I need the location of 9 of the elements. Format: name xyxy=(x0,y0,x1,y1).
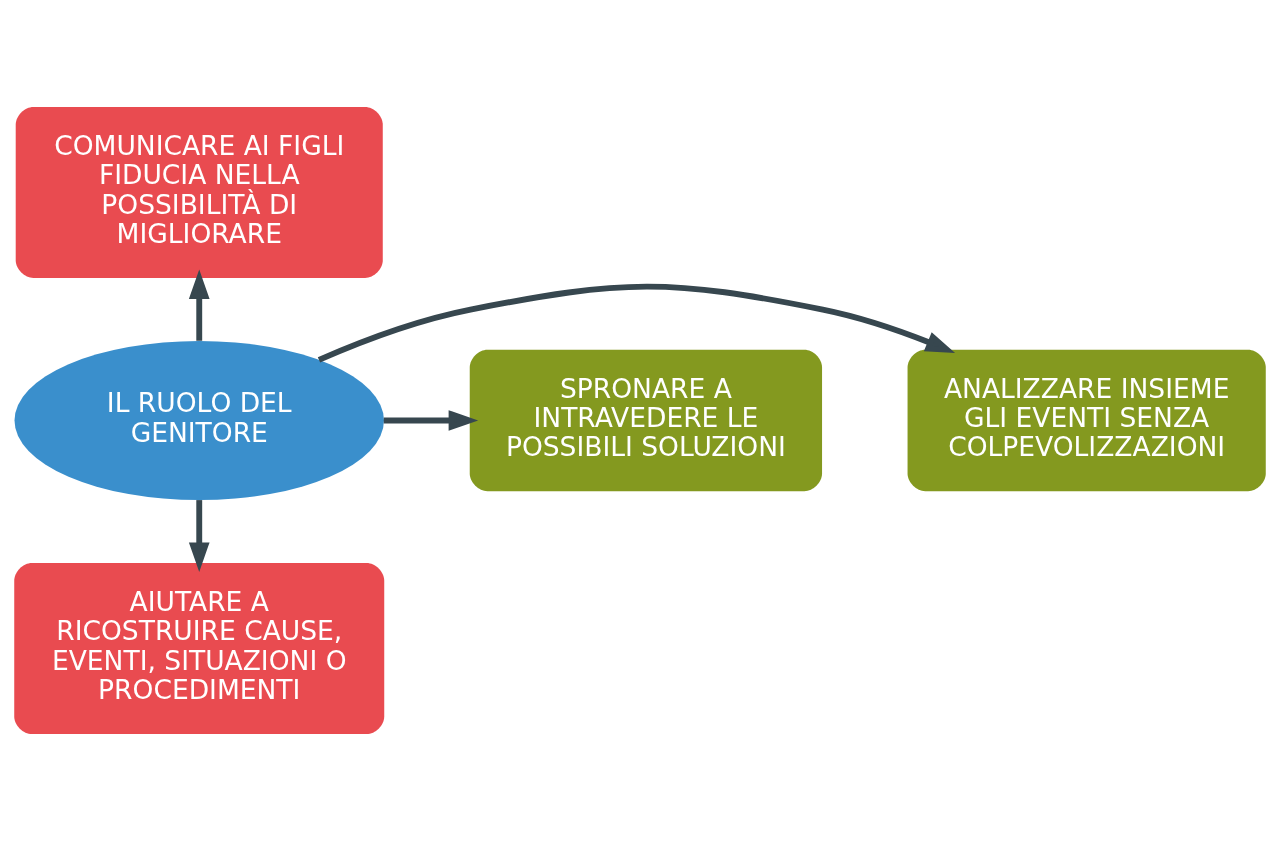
node-box: COMUNICARE AI FIGLI FIDUCIA NELLA POSSIBILITÀ DI MIGLIORARE xyxy=(15,106,383,278)
arrow xyxy=(317,283,956,363)
arrow xyxy=(383,410,479,431)
arrow xyxy=(188,500,210,572)
arrow xyxy=(188,269,210,341)
node-ellipse: IL RUOLO DEL GENITORE xyxy=(14,340,384,501)
node-box: ANALIZZARE INSIEME GLI EVENTI SENZA COLPEVOLIZZAZIONI xyxy=(907,349,1266,492)
node-box: AIUTARE A RICOSTRUIRE CAUSE, EVENTI, SITUAZIONI O PROCEDIMENTI xyxy=(14,563,385,735)
node-box: SPRONARE A INTRAVEDERE LE POSSIBILI SOLUZIONI xyxy=(469,349,823,492)
